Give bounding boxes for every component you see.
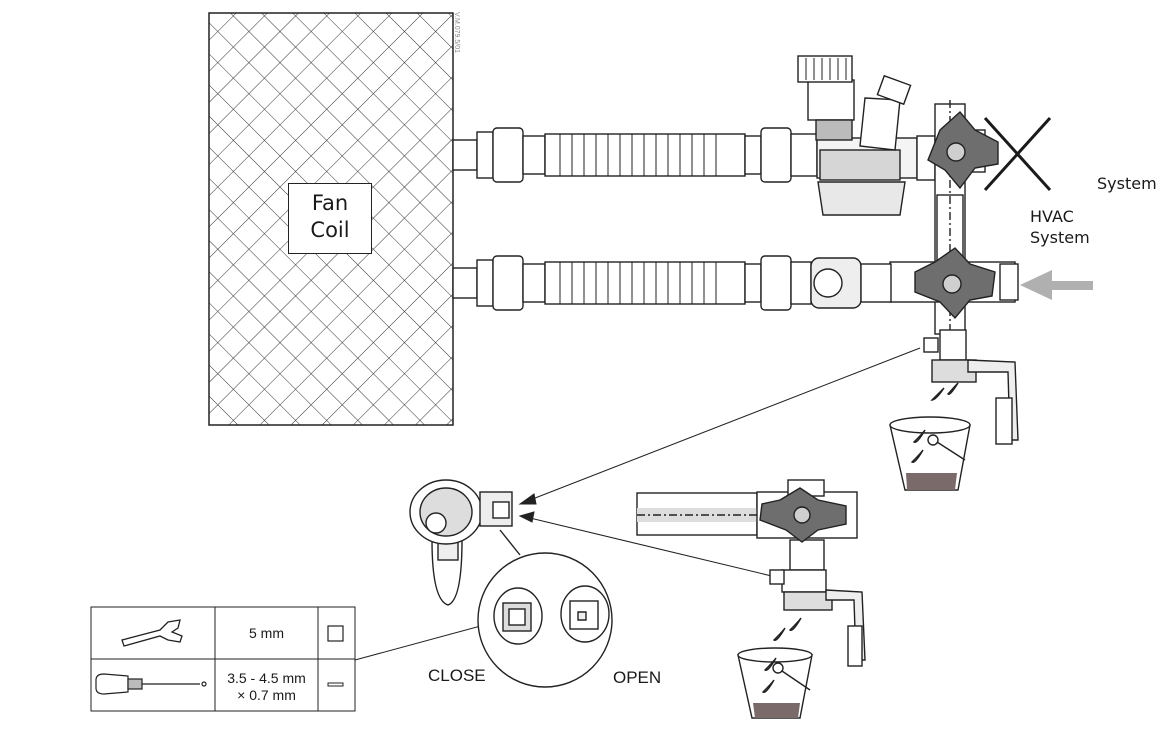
- close-open-detail: [477, 529, 613, 688]
- hvac-label: HVAC: [1030, 207, 1074, 226]
- cross-mark-icon: [983, 116, 1052, 192]
- fan-coil-label-line2: Coil: [310, 218, 350, 242]
- flow-arrow-icon: [1020, 270, 1093, 300]
- fan-coil-label-line1: Fan: [311, 191, 349, 215]
- open-wrench-icon: [121, 619, 183, 647]
- screwdriver-size-line1: 3.5 - 4.5 mm: [227, 670, 306, 686]
- square-symbol: [327, 625, 344, 642]
- fan-coil-label: Fan Coil: [288, 183, 372, 254]
- lower-valve-handle: [914, 247, 996, 320]
- hvac-system-label: System: [1030, 228, 1090, 247]
- open-label: OPEN: [613, 668, 662, 687]
- slot-symbol: [327, 682, 344, 687]
- tools-table: [90, 606, 356, 712]
- screwdriver-size-line2: × 0.7 mm: [237, 687, 296, 703]
- close-label: CLOSE: [428, 666, 486, 685]
- wrench-size: 5 mm: [249, 625, 284, 641]
- upper-hose: [452, 127, 818, 183]
- balancing-valve: [797, 55, 936, 216]
- lower-hose: [452, 255, 892, 311]
- drain-valve-top: [923, 329, 1019, 445]
- drain-bucket-icon: [889, 382, 971, 491]
- system-label: System: [1097, 174, 1157, 193]
- flat-screwdriver-icon: [95, 673, 207, 695]
- upper-valve-handle: [927, 110, 999, 190]
- lower-valve-handle-2: [759, 487, 847, 543]
- lower-valve-assembly: [636, 479, 866, 667]
- drain-bucket-icon: [737, 617, 813, 719]
- drain-valve-detail: [409, 479, 513, 606]
- pointer-arrows: [354, 347, 921, 661]
- drawing-code: V.M.079.5/01: [453, 12, 460, 53]
